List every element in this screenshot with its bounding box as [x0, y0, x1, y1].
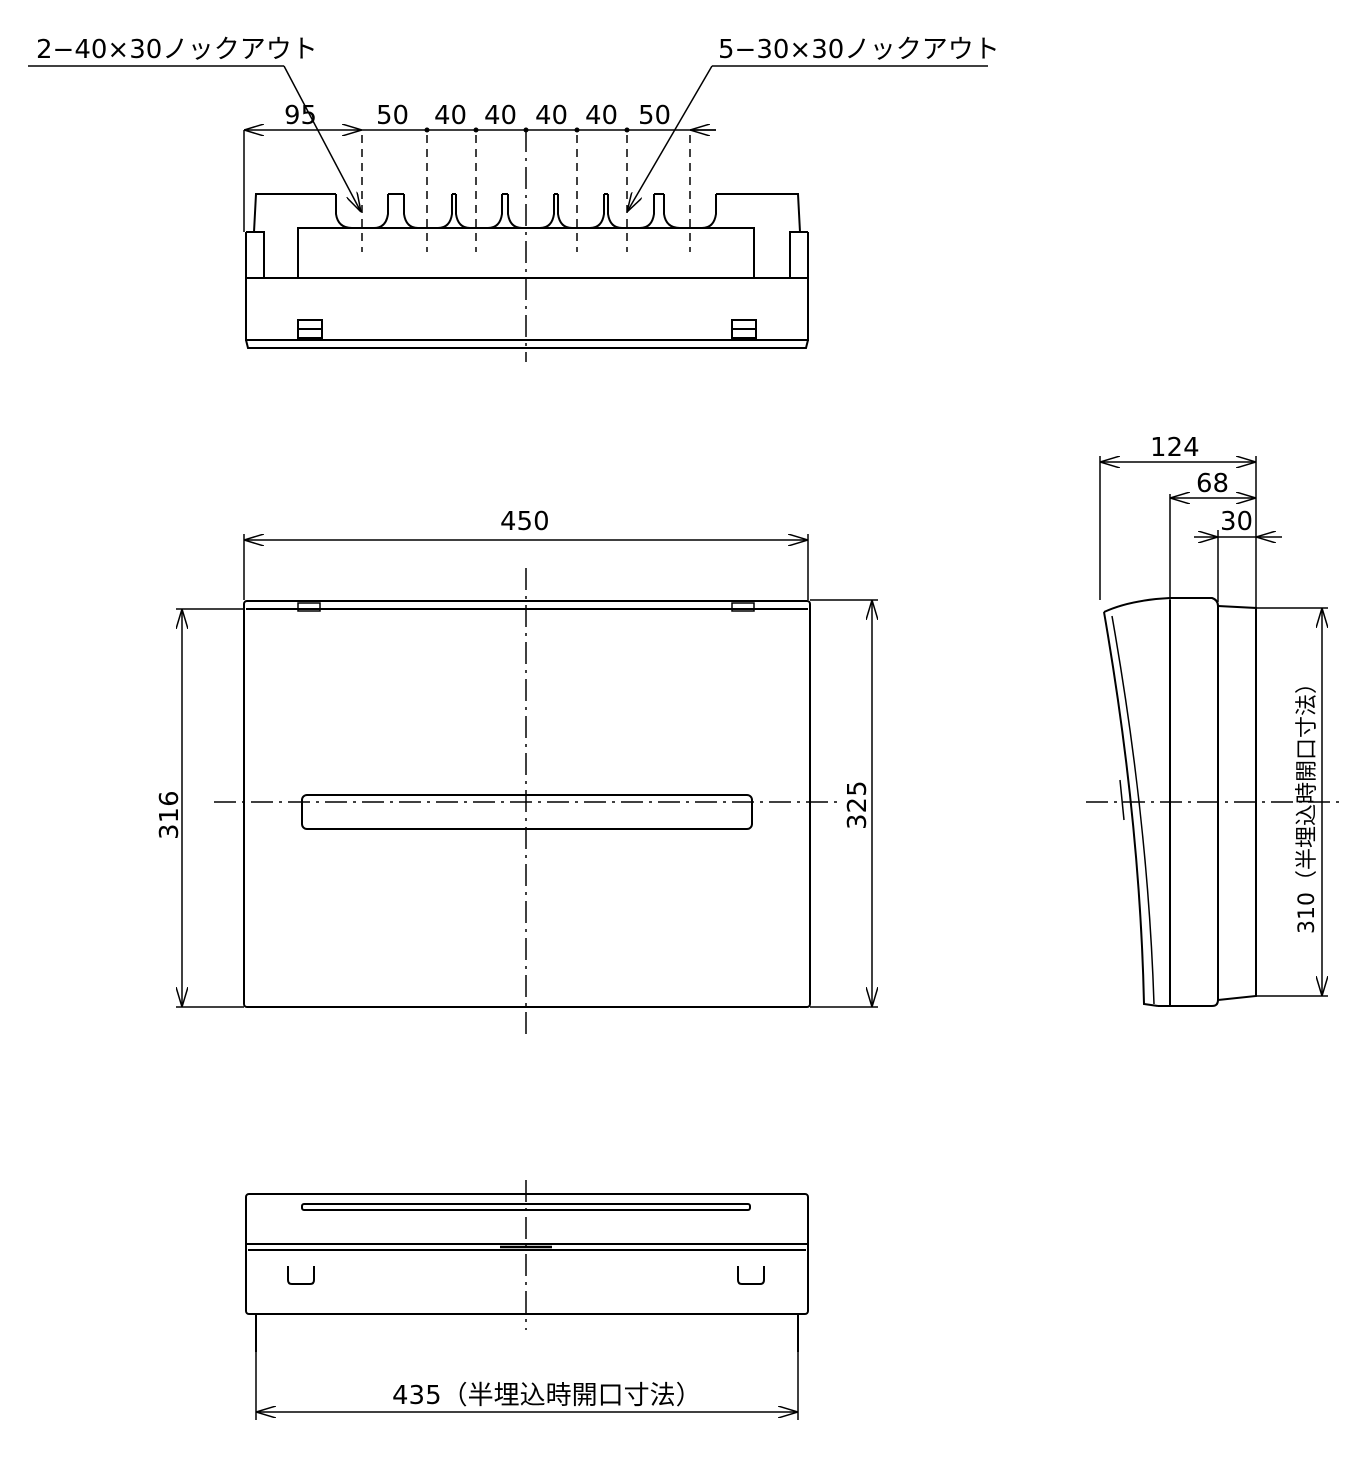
front-height-right-label: 325 — [843, 780, 873, 830]
bottom-opening-label: 435（半埋込時開口寸法） — [392, 1381, 702, 1411]
top-body-right-tab — [789, 231, 808, 278]
front-height-left-label: 316 — [155, 790, 185, 840]
top-dim-ticks — [424, 127, 630, 133]
bottom-back-box — [255, 1314, 799, 1352]
side-view: 124 68 30 310（半埋込時開口寸法） — [1086, 433, 1340, 1007]
top-dim-label: 50 — [376, 101, 409, 131]
side-opening-label: 310（半埋込時開口寸法） — [1295, 672, 1320, 934]
top-dim-label: 40 — [434, 101, 467, 131]
top-upper-left — [253, 193, 336, 233]
bottom-view: 435（半埋込時開口寸法） — [245, 1180, 809, 1420]
front-handle — [301, 794, 753, 830]
top-dim-label: 40 — [484, 101, 517, 131]
bottom-body — [245, 1193, 809, 1315]
knockout-right-label: 5−30×30ノックアウト — [718, 35, 1000, 65]
front-width-label: 450 — [500, 507, 550, 537]
side-lid-front — [1103, 611, 1159, 1007]
front-view: 450 316 325 — [155, 507, 878, 1040]
top-dim-label: 50 — [638, 101, 671, 131]
knockout-centerlines — [361, 135, 691, 252]
top-dim-label: 40 — [535, 101, 568, 131]
top-dim-label: 95 — [284, 101, 317, 131]
top-dim-label: 40 — [585, 101, 618, 131]
bottom-foot-icon — [287, 1266, 765, 1285]
knockout-right-leader — [627, 65, 713, 212]
side-handle-line — [1119, 779, 1125, 821]
side-body-outline — [1103, 597, 1219, 1007]
knockout-bumps — [335, 193, 718, 229]
front-body — [243, 600, 811, 1008]
top-upper-right — [718, 193, 801, 233]
top-base-plate — [245, 339, 809, 349]
front-hinge-tabs — [297, 602, 755, 612]
knockout-left-leader — [283, 65, 361, 212]
knockout-left-label: 2−40×30ノックアウト — [36, 35, 318, 65]
side-depth-small-label: 30 — [1220, 507, 1253, 537]
side-back-box — [1217, 605, 1257, 1001]
side-depth-mid-label: 68 — [1196, 469, 1229, 499]
top-view: 2−40×30ノックアウト 5−30×30ノックアウト 95 50 40 40 … — [28, 35, 1000, 362]
side-depth-total-label: 124 — [1150, 433, 1200, 463]
top-body-left-tab — [246, 231, 265, 278]
top-body-outline — [245, 232, 809, 341]
hinge-icon — [297, 319, 757, 339]
side-lid-inner — [1111, 615, 1155, 1005]
